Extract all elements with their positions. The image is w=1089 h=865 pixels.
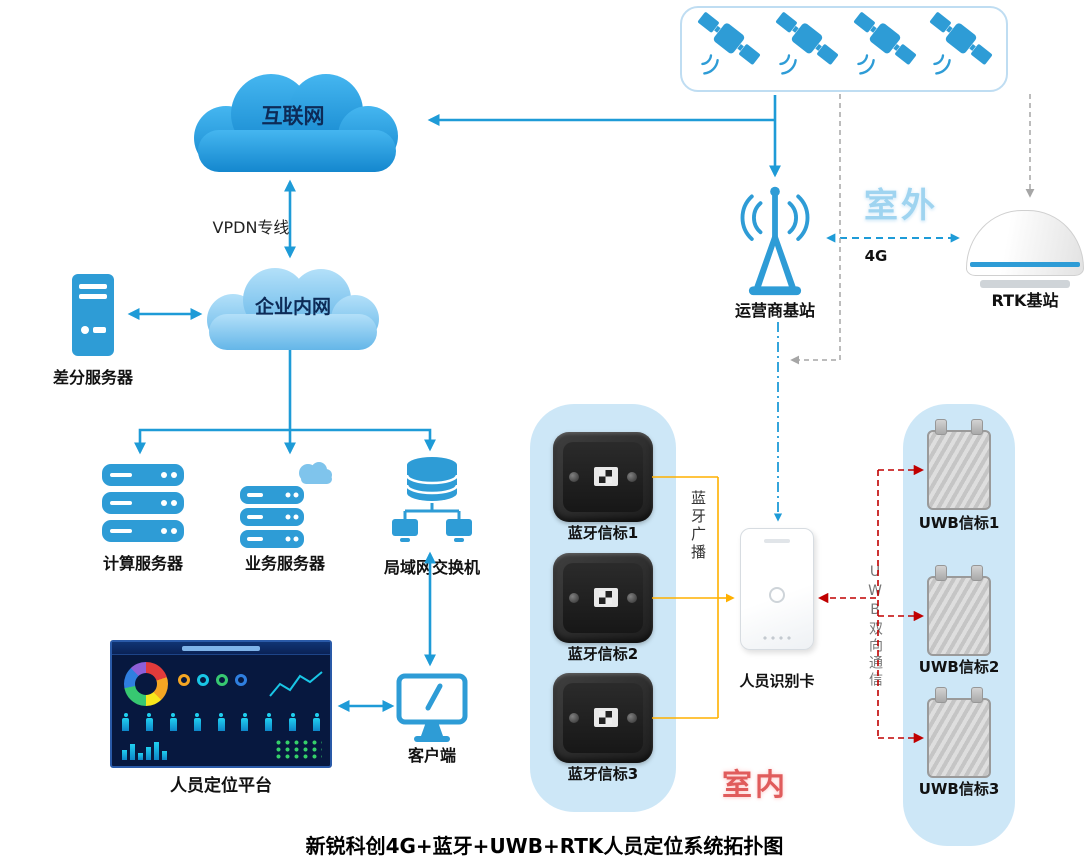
indoor-zone-label: 室内 <box>722 768 788 803</box>
platform-screenshot <box>110 640 332 768</box>
screw-icon <box>569 472 579 482</box>
internet-label: 互联网 <box>261 104 325 128</box>
lan-switch-icon <box>392 457 472 542</box>
qr-sticker-icon <box>594 588 618 607</box>
satellite-icon <box>930 12 992 75</box>
platform-line-chart <box>269 671 323 697</box>
uwb-beacon-1-icon <box>927 419 991 510</box>
platform-bar-chart <box>122 742 167 760</box>
bt-beacon-1-label: 蓝牙信标1 <box>567 524 639 542</box>
lan-switch-label: 局域网交换机 <box>383 558 480 577</box>
satellite-icon <box>854 12 916 75</box>
rtk-base-station-label: RTK基站 <box>991 291 1059 310</box>
uwb-beacon-1-label: UWB信标1 <box>918 514 1000 532</box>
outdoor-zone-label: 室外 <box>864 186 938 226</box>
platform-screenshot-header <box>112 642 330 655</box>
bt-beacon-2-icon <box>553 553 653 643</box>
platform-gauge-icons <box>178 674 247 686</box>
vpdn-link-label: VPDN专线 <box>212 218 290 237</box>
platform-person-row <box>122 713 320 731</box>
uwb-beacon-3-label: UWB信标3 <box>918 780 1000 798</box>
client-label: 客户端 <box>407 746 456 765</box>
internet-cloud-icon <box>194 74 398 172</box>
screw-icon <box>627 472 637 482</box>
platform-scatter <box>274 739 322 759</box>
4g-link-label: 4G <box>864 247 888 265</box>
screw-icon <box>569 713 579 723</box>
diff-server-icon <box>72 274 114 356</box>
operator-base-station-icon <box>740 186 810 296</box>
platform-label: 人员定位平台 <box>170 776 272 796</box>
bt-broadcast-label: 蓝牙广播 <box>689 490 707 562</box>
diagram-title: 新锐科创4G+蓝牙+UWB+RTK人员定位系统拓扑图 <box>305 834 784 858</box>
diff-server-label: 差分服务器 <box>52 368 133 387</box>
screw-icon <box>627 713 637 723</box>
person-card-icon <box>740 528 814 650</box>
uwb-beacon-2-label: UWB信标2 <box>918 658 1000 676</box>
uwb-beacon-3-icon <box>927 687 991 778</box>
bt-beacon-2-label: 蓝牙信标2 <box>567 645 639 663</box>
qr-sticker-icon <box>594 708 618 727</box>
compute-server-label: 计算服务器 <box>102 554 183 573</box>
compute-server-icon <box>102 464 184 542</box>
business-server-icon <box>240 462 332 548</box>
uwb-comm-label: UWB双向通信 <box>864 562 886 691</box>
intranet-label: 企业内网 <box>254 296 331 318</box>
bt-beacon-3-label: 蓝牙信标3 <box>567 765 639 783</box>
business-server-label: 业务服务器 <box>244 554 325 573</box>
intranet-cloud-icon <box>207 268 379 350</box>
operator-base-station-label: 运营商基站 <box>734 301 815 320</box>
screw-icon <box>627 593 637 603</box>
platform-donut-chart <box>124 662 168 706</box>
screw-icon <box>569 593 579 603</box>
uwb-beacon-2-icon <box>927 565 991 656</box>
client-icon <box>396 673 468 742</box>
satellite-icon <box>698 12 760 75</box>
bt-beacon-1-icon <box>553 432 653 522</box>
bt-beacon-3-icon <box>553 673 653 763</box>
satellite-icon <box>776 12 838 75</box>
rtk-base-station-icon <box>966 210 1084 288</box>
qr-sticker-icon <box>594 467 618 486</box>
person-card-label: 人员识别卡 <box>739 672 815 690</box>
